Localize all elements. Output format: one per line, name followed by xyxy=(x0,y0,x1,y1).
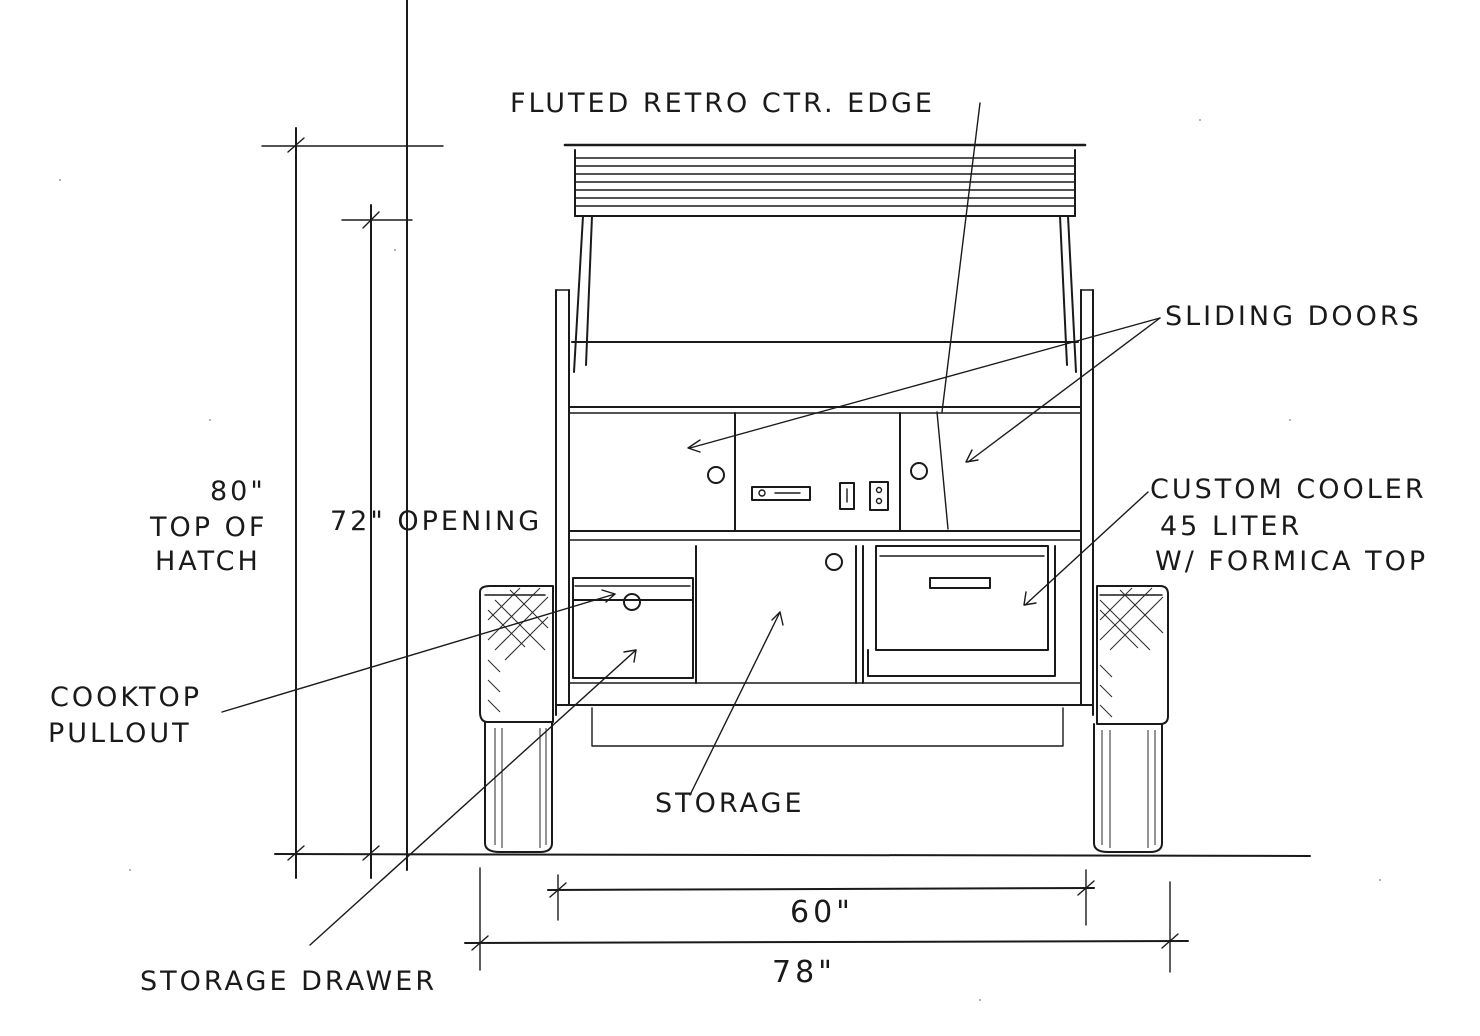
label-storage: STORAGE xyxy=(655,788,805,819)
label-top-of: TOP OF xyxy=(149,512,267,543)
dimension-72-opening xyxy=(341,204,413,879)
dimension-80-top-of-hatch xyxy=(261,127,444,879)
switch xyxy=(839,482,855,510)
label-pullout: PULLOUT xyxy=(48,718,192,749)
left-fender xyxy=(479,585,554,723)
door-pull-right xyxy=(910,462,928,480)
label-80-value: 80" xyxy=(210,476,266,507)
label-hatch: HATCH xyxy=(155,546,261,577)
outlet xyxy=(869,481,889,511)
label-cooktop: COOKTOP xyxy=(50,682,202,713)
galley-frame xyxy=(555,289,1094,747)
label-cooler-3: W/ FORMICA TOP xyxy=(1155,546,1428,577)
lower-cabinets xyxy=(572,545,1056,684)
label-dim-78: 78" xyxy=(772,955,836,990)
door-pull-left xyxy=(707,466,725,484)
label-dim-60: 60" xyxy=(790,895,854,930)
sliding-doors xyxy=(707,412,928,532)
label-storage-drawer: STORAGE DRAWER xyxy=(140,966,437,997)
right-fender xyxy=(1096,585,1169,725)
leader-lines xyxy=(221,102,1161,946)
right-tire xyxy=(1093,723,1163,853)
ground-line xyxy=(274,853,1311,857)
control-panel xyxy=(751,486,811,501)
label-cooler-2: 45 LITER xyxy=(1160,511,1302,542)
dimension-78 xyxy=(464,867,1189,973)
label-sliding-doors: SLIDING DOORS xyxy=(1165,301,1422,332)
drawer-knob xyxy=(623,593,641,611)
storage-door-knob xyxy=(825,553,843,571)
cooler-handle xyxy=(929,577,991,589)
dimension-60 xyxy=(547,869,1095,926)
label-cooler-1: CUSTOM COOLER xyxy=(1150,474,1427,505)
label-72-opening: 72" OPENING xyxy=(330,506,542,537)
left-tire xyxy=(484,721,553,853)
hatch-fluted-edge xyxy=(563,143,1087,373)
paper-texture xyxy=(59,119,1381,1001)
annotations: FLUTED RETRO CTR. EDGE SLIDING DOORS 80"… xyxy=(48,88,1428,997)
label-fluted-edge: FLUTED RETRO CTR. EDGE xyxy=(510,88,935,119)
